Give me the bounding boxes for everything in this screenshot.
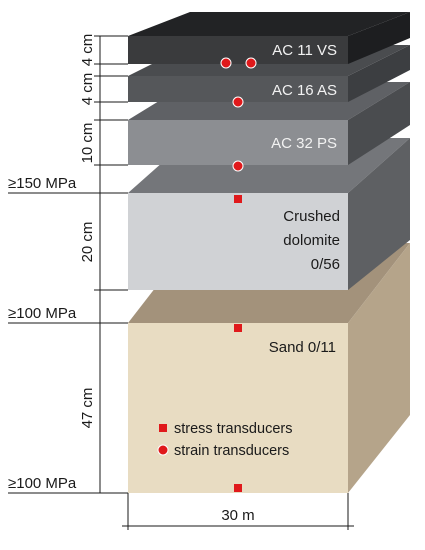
thickness-label-ac11: 4 cm bbox=[79, 34, 96, 67]
width-dimension-line bbox=[122, 493, 354, 530]
thickness-label-ac32: 10 cm bbox=[79, 123, 96, 164]
modulus-label-dolomite: ≥150 MPa bbox=[8, 175, 77, 192]
layer-label-dolomite-line3: 0/56 bbox=[311, 256, 340, 273]
legend-strain-label: strain transducers bbox=[174, 443, 289, 459]
stress-transducer-sand-bottom bbox=[234, 484, 242, 492]
dolomite-front-face bbox=[128, 193, 348, 290]
thickness-label-sand: 47 cm bbox=[79, 388, 96, 429]
stress-transducer-legend-icon bbox=[159, 424, 167, 432]
layer-dolomite bbox=[128, 138, 410, 290]
layer-ac11 bbox=[128, 12, 410, 64]
ac16-side-face bbox=[348, 45, 410, 102]
stress-transducer-dolomite bbox=[234, 195, 242, 203]
modulus-label-subgrade: ≥100 MPa bbox=[8, 475, 77, 492]
ac11-side-face bbox=[348, 12, 410, 64]
strain-transducer-ac11-left bbox=[220, 57, 232, 69]
modulus-lines bbox=[8, 192, 100, 494]
ac11-top-face bbox=[128, 12, 410, 36]
dolomite-side-face bbox=[348, 138, 410, 290]
layer-label-ac11: AC 11 VS bbox=[272, 42, 337, 59]
ac11-front-face bbox=[128, 36, 348, 64]
sand-front-face bbox=[128, 323, 348, 493]
ac32-front-face bbox=[128, 120, 348, 165]
width-label: 30 m bbox=[221, 507, 254, 524]
layer-label-dolomite-line2: dolomite bbox=[283, 232, 340, 249]
layer-label-ac32: AC 32 PS bbox=[271, 135, 337, 152]
layer-label-ac16: AC 16 AS bbox=[272, 82, 337, 99]
legend: stress transducers strain transducers bbox=[157, 421, 292, 459]
legend-stress-label: stress transducers bbox=[174, 421, 292, 437]
thickness-label-dolomite: 20 cm bbox=[79, 222, 96, 263]
layer-label-sand: Sand 0/11 bbox=[269, 339, 336, 356]
strain-transducer-ac32 bbox=[232, 160, 244, 172]
ac32-side-face bbox=[348, 82, 410, 165]
strain-transducer-ac16 bbox=[232, 96, 244, 108]
stress-transducer-sand-top bbox=[234, 324, 242, 332]
thickness-label-ac16: 4 cm bbox=[79, 73, 96, 106]
strain-transducer-legend-icon bbox=[157, 444, 169, 456]
thickness-dimension-line bbox=[94, 35, 128, 494]
layer-label-dolomite-line1: Crushed bbox=[283, 208, 340, 225]
sensors bbox=[220, 57, 257, 492]
strain-transducer-ac11-right bbox=[245, 57, 257, 69]
sand-side-face bbox=[348, 243, 410, 493]
modulus-label-sand: ≥100 MPa bbox=[8, 305, 77, 322]
